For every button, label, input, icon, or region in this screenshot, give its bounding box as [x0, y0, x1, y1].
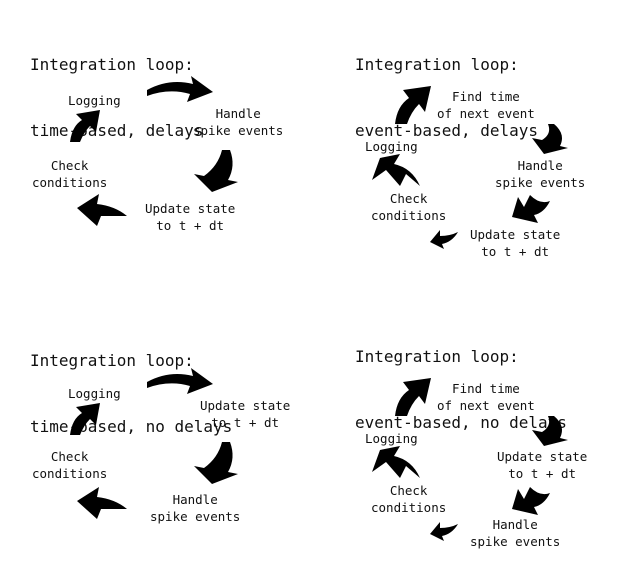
step-check-conditions: Check conditions — [371, 483, 447, 515]
arrow-up-icon — [372, 154, 420, 186]
step-handle-spike-events: Handle spike events — [470, 517, 561, 549]
step-logging: Logging — [365, 139, 418, 154]
step-check-conditions: Check conditions — [32, 449, 108, 481]
arrow-down-left-icon — [512, 195, 550, 223]
step-logging: Logging — [68, 93, 121, 108]
arrow-down-left-icon — [194, 150, 238, 192]
step-update-state: Update state to t + dt — [470, 227, 561, 259]
arrow-up-right-icon — [395, 86, 431, 124]
step-update-state: Update state to t + dt — [145, 201, 236, 233]
panel-time-based-no-delays: Integration loop: time-based, no delays … — [0, 296, 321, 577]
step-update-state: Update state to t + dt — [497, 449, 588, 481]
arrow-up-icon — [372, 446, 420, 478]
arrow-left-icon — [430, 522, 458, 541]
arrow-down-left-icon — [512, 487, 550, 515]
arrow-up-right-icon — [70, 110, 100, 142]
panel-time-based-delays: Integration loop: time-based, delays Log… — [0, 0, 321, 281]
arrow-down-left-icon — [532, 124, 568, 154]
step-handle-spike-events: Handle spike events — [193, 106, 284, 138]
step-logging: Logging — [365, 431, 418, 446]
panel-title: Integration loop: event-based, no delays — [355, 347, 567, 432]
panel-event-based-no-delays: Integration loop: event-based, no delays… — [325, 292, 642, 573]
panel-title: Integration loop: time-based, no delays — [30, 351, 233, 436]
arrow-up-left-icon — [77, 194, 127, 226]
step-handle-spike-events: Handle spike events — [495, 158, 586, 190]
arrow-right-icon — [147, 76, 213, 102]
arrow-up-left-icon — [77, 487, 127, 519]
arrow-right-icon — [147, 368, 213, 394]
step-find-time: Find time of next event — [437, 89, 535, 121]
step-check-conditions: Check conditions — [32, 158, 108, 190]
step-check-conditions: Check conditions — [371, 191, 447, 223]
step-find-time: Find time of next event — [437, 381, 535, 413]
panel-title: Integration loop: time-based, delays — [30, 55, 204, 140]
arrow-left-icon — [430, 230, 458, 249]
arrow-down-left-icon — [532, 416, 568, 446]
arrow-up-right-icon — [395, 378, 431, 416]
arrow-down-left-icon — [194, 442, 238, 484]
panel-title: Integration loop: event-based, delays — [355, 55, 539, 140]
step-handle-spike-events: Handle spike events — [150, 492, 241, 524]
step-update-state: Update state to t + dt — [200, 398, 291, 430]
arrow-up-right-icon — [70, 403, 100, 435]
panel-event-based-delays: Integration loop: event-based, delays Fi… — [325, 0, 642, 281]
step-logging: Logging — [68, 386, 121, 401]
